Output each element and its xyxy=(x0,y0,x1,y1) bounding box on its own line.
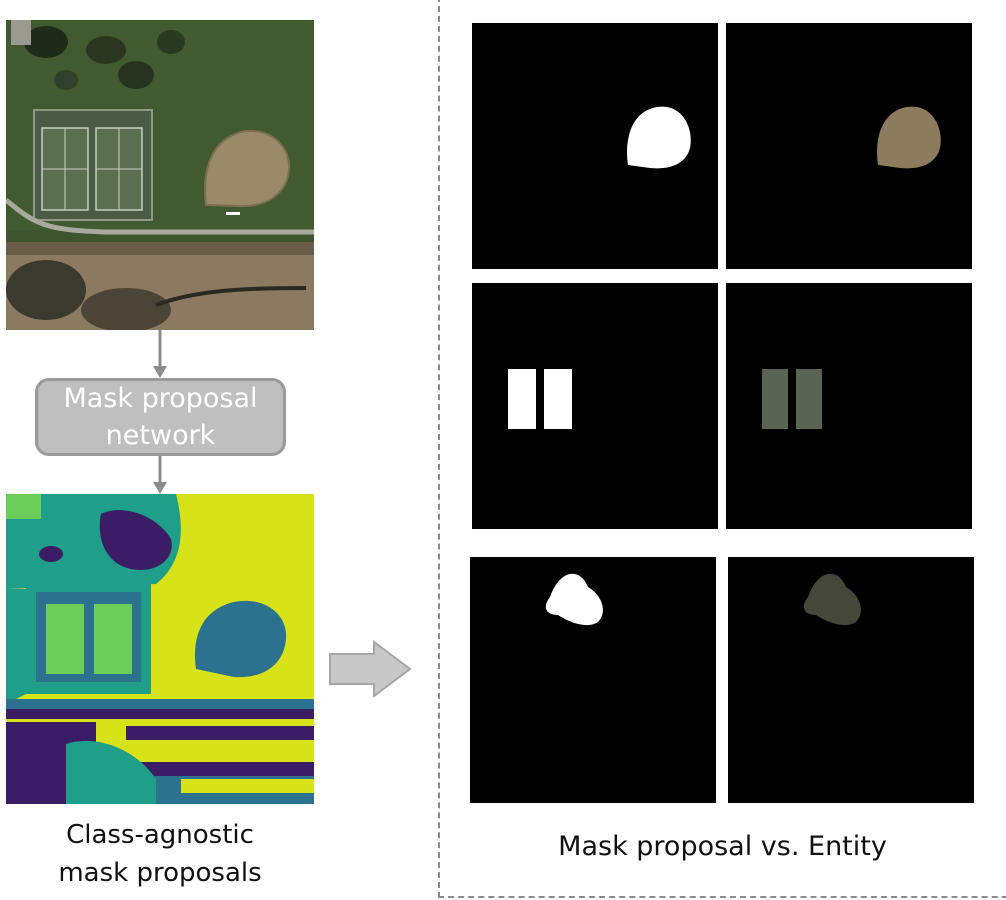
left-caption: Class-agnostic mask proposals xyxy=(58,820,262,888)
entity-panel-2 xyxy=(726,283,972,529)
arrow-to-proposals xyxy=(150,456,170,496)
right-caption: Mask proposal vs. Entity xyxy=(558,831,887,862)
mask-panel-1 xyxy=(472,23,718,269)
entity-panel-3 xyxy=(728,557,974,803)
mask-proposal-network-box: Mask proposal network xyxy=(35,378,286,456)
network-label: Mask proposal network xyxy=(63,383,258,451)
mask-panel-2 xyxy=(472,283,718,529)
mask-panel-3 xyxy=(470,557,716,803)
mask-proposals-image xyxy=(6,494,314,804)
big-arrow xyxy=(328,640,412,698)
comparison-container xyxy=(438,0,1006,898)
aerial-image xyxy=(6,20,314,330)
entity-panel-1 xyxy=(726,23,972,269)
arrow-to-network xyxy=(150,330,170,380)
